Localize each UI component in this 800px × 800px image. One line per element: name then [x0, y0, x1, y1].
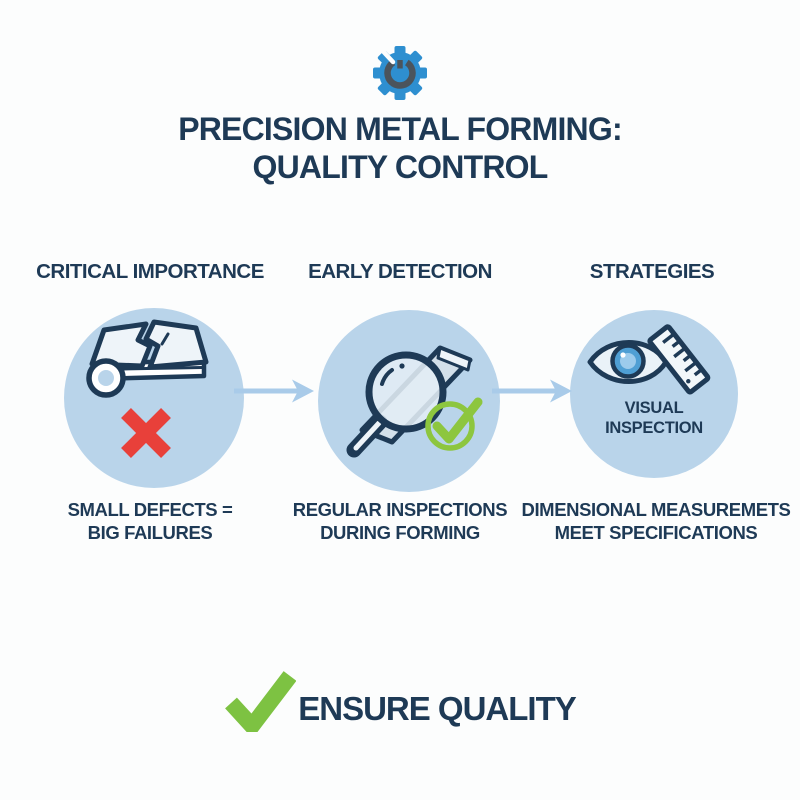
arrow-right-icon [492, 379, 572, 403]
caption-strategies: DIMENSIONAL MEASUREMETS MEET SPECIFICATI… [516, 498, 796, 544]
red-x-mark [121, 408, 171, 458]
caption-early-detection: REGULAR INSPECTIONS DURING FORMING [260, 498, 540, 544]
strategies-circle: VISUAL INSPECTION [570, 310, 738, 478]
visual-inspection-label-line2: INSPECTION [605, 419, 703, 437]
column-heading-early-detection: EARLY DETECTION [308, 260, 492, 283]
column-heading-critical-importance: CRITICAL IMPORTANCE [36, 260, 264, 283]
ensure-quality-label: ENSURE QUALITY [298, 690, 577, 727]
caption-line: DIMENSIONAL MEASUREMETS [521, 499, 791, 520]
critical-importance-circle [64, 308, 244, 488]
arrow-right-icon [234, 379, 314, 403]
caption-critical-importance: SMALL DEFECTS = BIG FAILURES [10, 498, 290, 544]
cracked-metal-sheet-icon [86, 319, 209, 398]
caption-line: MEET SPECIFICATIONS [554, 522, 758, 543]
caption-line: REGULAR INSPECTIONS [292, 499, 508, 520]
page-title-line1: PRECISION METAL FORMING: [178, 111, 622, 147]
check-icon [225, 671, 297, 732]
page-title-line2: QUALITY CONTROL [252, 149, 549, 185]
footer: ENSURE QUALITY [0, 670, 800, 732]
page-title: PRECISION METAL FORMING: QUALITY CONTROL [0, 110, 800, 186]
green-check-mark [425, 397, 483, 451]
early-detection-circle [318, 310, 500, 492]
caption-line: SMALL DEFECTS = [67, 499, 233, 520]
eye-and-ruler-icon [587, 324, 711, 395]
visual-inspection-label: VISUAL INSPECTION [570, 398, 738, 438]
visual-inspection-label-line1: VISUAL [624, 399, 684, 417]
caption-line: DURING FORMING [320, 522, 480, 543]
caption-line: BIG FAILURES [87, 522, 213, 543]
gear-icon [368, 39, 432, 103]
column-heading-strategies: STRATEGIES [589, 260, 715, 283]
magnifier-inspection-icon [346, 345, 473, 458]
